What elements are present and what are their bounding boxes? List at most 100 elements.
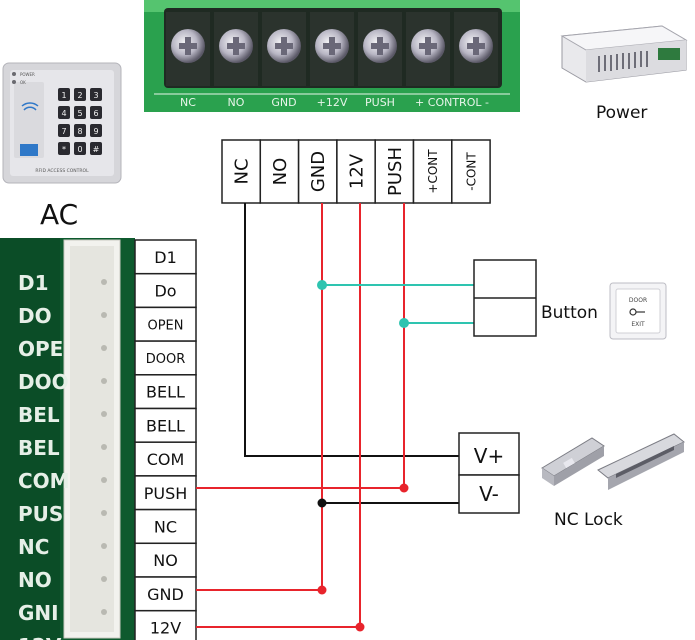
junction-push-ac — [399, 483, 409, 493]
strip-label-gnd: GND — [271, 96, 296, 109]
board-pin-label: NC — [18, 535, 49, 559]
svg-text:DOOR: DOOR — [146, 352, 186, 367]
board-pin-label: BEL — [18, 403, 60, 427]
svg-text:7: 7 — [61, 127, 66, 136]
board-pin-label: GNI — [18, 601, 59, 625]
svg-text:5: 5 — [77, 109, 82, 118]
board-pin-label: D1 — [18, 271, 49, 295]
exit-button-door-text: DOOR — [629, 297, 647, 304]
power-terminal-cont: +CONT — [412, 139, 453, 204]
svg-text:+CONT: +CONT — [426, 149, 440, 194]
svg-text:12V: 12V — [150, 619, 181, 638]
keypad-key: 2 — [74, 88, 86, 101]
board-pin-label: COM — [18, 469, 70, 493]
power-terminal-no: NO — [259, 139, 300, 204]
board-pin-label: 12V — [18, 634, 62, 640]
ac-pin-no: NO — [134, 542, 197, 578]
svg-text:Do: Do — [154, 282, 176, 301]
connector-pin — [101, 609, 107, 615]
keypad-header-ok: OK — [20, 80, 26, 85]
board-pin-label: BEL — [18, 436, 60, 460]
ac-pin-bell: BELL — [134, 407, 197, 443]
wire-gnd-to-vminus — [321, 490, 459, 504]
terminal-block-photo: NC NO GND +12V PUSH + CONTROL - — [144, 0, 520, 112]
connector-pin — [101, 477, 107, 483]
connector-pin — [101, 279, 107, 285]
svg-text:D1: D1 — [154, 248, 177, 267]
connector-pin — [101, 411, 107, 417]
ac-label: AC — [40, 198, 79, 231]
svg-text:9: 9 — [93, 127, 98, 136]
keypad-footer: RFID ACCESS CONTROL — [35, 168, 89, 174]
exit-button-image: DOOR EXIT — [609, 282, 667, 340]
svg-text:#: # — [93, 145, 100, 154]
svg-text:NC: NC — [232, 158, 253, 184]
keypad-key: 6 — [90, 106, 102, 119]
power-terminal-12v: 12V — [336, 139, 376, 204]
strip-label-push: PUSH — [365, 96, 395, 109]
keypad-key: 8 — [74, 124, 86, 137]
keypad-key: * — [58, 142, 70, 155]
strip-label-control: + CONTROL - — [415, 96, 489, 109]
ac-pin-com: COM — [134, 441, 197, 477]
wire-nc-to-vplus — [244, 203, 459, 457]
ac-pin-door: DOOR — [134, 340, 197, 376]
junction-gnd-vminus — [317, 498, 327, 508]
keypad-key: 0 — [74, 142, 86, 155]
power-terminal-nc: NC — [221, 139, 262, 204]
controller-board: D1DOOPEDOOBELBELCOMPUSNCNOGNI12V — [0, 238, 135, 640]
svg-text:PUSH: PUSH — [385, 147, 406, 196]
lock-terminal-vminus-box — [458, 474, 520, 514]
svg-text:*: * — [62, 145, 66, 154]
junction-push-button — [399, 318, 409, 328]
svg-text:OPEN: OPEN — [147, 318, 183, 333]
connector-pin — [101, 378, 107, 384]
connector-pin — [101, 444, 107, 450]
junction-gnd-button — [317, 280, 327, 290]
keypad-key: 3 — [90, 88, 102, 101]
strip-label-nc: NC — [180, 96, 196, 109]
keypad-key: # — [90, 142, 102, 155]
lock-terminal-vplus-box — [458, 432, 520, 476]
keypad-key: 5 — [74, 106, 86, 119]
nc-lock-image — [541, 433, 685, 490]
connector-pin — [101, 345, 107, 351]
connector-pin — [101, 510, 107, 516]
button-label: Button — [541, 303, 598, 323]
connector-pin — [101, 576, 107, 582]
svg-text:0: 0 — [77, 145, 82, 154]
exit-button-exit-text: EXIT — [631, 321, 645, 328]
power-terminal-cont: -CONT — [451, 139, 491, 204]
svg-text:-CONT: -CONT — [464, 152, 478, 191]
svg-text:4: 4 — [61, 109, 66, 118]
keypad-key: 7 — [58, 124, 70, 137]
keypad-header-power: POWER — [20, 72, 35, 77]
junction-12v-ac — [355, 622, 365, 632]
keypad-key: 9 — [90, 124, 102, 137]
power-terminal-gnd: GND — [297, 139, 338, 204]
board-pin-label: OPE — [18, 337, 63, 361]
terminal-screws — [166, 12, 498, 86]
svg-text:BELL: BELL — [146, 416, 185, 435]
connector-pin — [101, 543, 107, 549]
svg-text:1: 1 — [61, 91, 66, 100]
power-supply-image — [560, 25, 688, 83]
ac-pin-push: PUSH — [134, 475, 197, 511]
svg-text:12V: 12V — [347, 153, 368, 189]
keypad-key: 1 — [58, 88, 70, 101]
strip-label-12v: +12V — [317, 96, 348, 109]
svg-text:3: 3 — [93, 91, 98, 100]
svg-text:GND: GND — [308, 151, 329, 192]
svg-text:COM: COM — [147, 450, 185, 469]
svg-text:PUSH: PUSH — [144, 484, 188, 503]
svg-text:6: 6 — [93, 109, 98, 118]
power-label: Power — [596, 103, 648, 123]
svg-text:NO: NO — [153, 551, 178, 570]
board-pin-label: PUS — [18, 502, 63, 526]
board-pin-label: DO — [18, 304, 52, 328]
nc-lock-label: NC Lock — [554, 510, 623, 530]
svg-text:2: 2 — [77, 91, 82, 100]
